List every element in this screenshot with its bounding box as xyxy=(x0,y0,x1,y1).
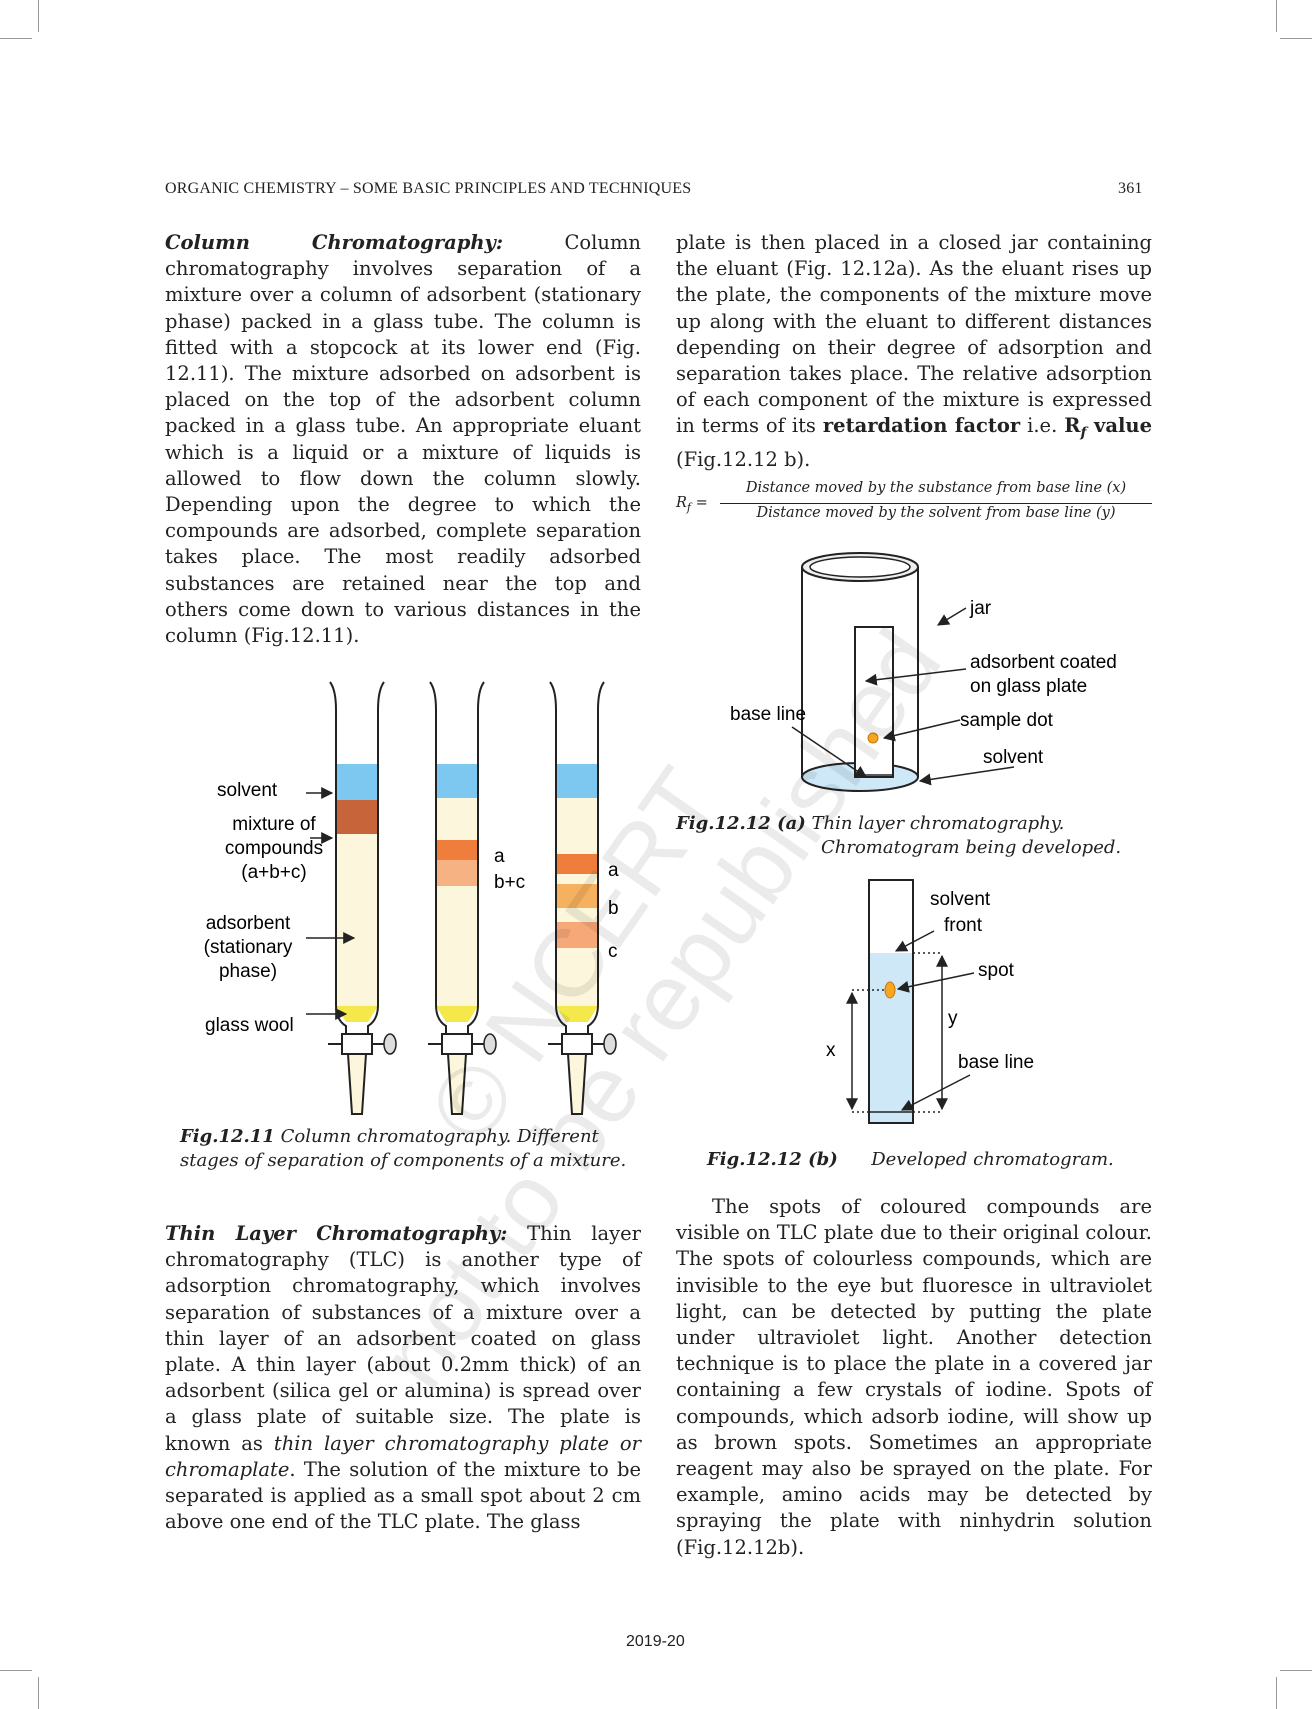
right-paragraph-2: The spots of coloured compounds are visi… xyxy=(676,1194,1152,1561)
tlc-text-1: Thin layer chromatography (TLC) is anoth… xyxy=(165,1222,641,1455)
rf-r: R xyxy=(1064,414,1081,438)
footer-year: 2019-20 xyxy=(626,1633,685,1650)
fig-12-12a-caption-text-1: Thin layer chromatography. xyxy=(811,813,1065,834)
column-1 xyxy=(328,681,397,1115)
developed-spot xyxy=(884,981,896,999)
page-number: 361 xyxy=(1118,180,1143,197)
label-sample-dot: sample dot xyxy=(960,710,1054,731)
label-spot: spot xyxy=(978,960,1015,981)
column-chromatography-paragraph: Column Chromatography: Column chromatogr… xyxy=(165,230,641,649)
developed-solvent xyxy=(869,953,913,1123)
rf-symbol: Rf value xyxy=(1064,414,1152,441)
tlc-italic-term: thin layer chromatography plate or chrom… xyxy=(165,1431,641,1481)
label-y: y xyxy=(948,1008,958,1029)
band-a xyxy=(556,854,598,874)
crop-mark xyxy=(1280,1670,1312,1671)
sample-dot xyxy=(867,732,879,744)
right-paragraph-1: plate is then placed in a closed jar con… xyxy=(676,230,1152,473)
right-text-2: i.e. xyxy=(1020,414,1065,438)
label-adsorbent-2: (stationary xyxy=(204,937,293,958)
fig-12-12b-caption-num: Fig.12.12 (b) xyxy=(707,1149,838,1170)
retardation-factor-term: retardation factor xyxy=(822,414,1021,438)
developed-plate xyxy=(868,879,914,1124)
label-mixture-1: mixture of xyxy=(232,814,316,835)
label-adsorbent-1: adsorbent xyxy=(206,913,291,934)
glass-wool xyxy=(436,1006,478,1022)
crop-mark xyxy=(0,1670,32,1671)
running-title: ORGANIC CHEMISTRY – SOME BASIC PRINCIPLE… xyxy=(165,180,692,197)
fig-12-12a-caption-num: Fig.12.12 (a) xyxy=(676,813,806,834)
right-text-3: (Fig.12.12 b). xyxy=(676,447,811,471)
band-b xyxy=(556,884,598,908)
label-solvent-a: solvent xyxy=(983,747,1044,768)
label-plate-1: adsorbent coated xyxy=(970,652,1117,673)
fig-12-12b-caption: Fig.12.12 (b) Developed chromatogram. xyxy=(707,1148,1157,1172)
label-col2-a: a xyxy=(494,846,505,867)
label-col3-a: a xyxy=(608,860,619,881)
rf-value: value xyxy=(1086,414,1152,438)
formula-lhs: Rf = xyxy=(676,495,708,514)
label-mixture-3: (a+b+c) xyxy=(241,862,306,883)
band-c xyxy=(556,922,598,948)
crop-mark xyxy=(1276,1677,1277,1709)
rf-sub: f xyxy=(1080,425,1087,442)
figure-12-12b: solvent front spot y x base line xyxy=(826,879,1034,1124)
fig-12-11-caption: Fig.12.11 Column chromatography. Differe… xyxy=(180,1125,640,1172)
right-text-1: plate is then placed in a closed jar con… xyxy=(676,231,1152,438)
fig-12-12a-caption-text-2: Chromatogram being developed. xyxy=(821,836,1122,858)
formula-r: R xyxy=(676,495,687,511)
formula-numerator: Distance moved by the substance from bas… xyxy=(745,480,1127,496)
band-bc xyxy=(436,860,478,886)
label-col3-b: b xyxy=(608,898,619,919)
crop-mark xyxy=(1280,38,1312,39)
right-para-2-text: The spots of coloured compounds are visi… xyxy=(676,1195,1152,1559)
figure-12-12a: jar adsorbent coated on glass plate base… xyxy=(730,552,1117,792)
tlc-text-2: . The solution of the mixture to be sepa… xyxy=(165,1457,641,1534)
fig-12-11-caption-num: Fig.12.11 xyxy=(180,1126,275,1147)
mixture-band xyxy=(336,800,378,834)
formula-equals: = xyxy=(695,495,708,511)
rf-formula: Rf = Distance moved by the substance fro… xyxy=(676,480,1156,526)
label-base-line: base line xyxy=(730,704,806,725)
label-adsorbent-3: phase) xyxy=(219,961,277,982)
glass-wool xyxy=(556,1006,598,1022)
fig-12-11-caption-text: Column chromatography. Different stages … xyxy=(180,1126,627,1171)
label-solvent-b: solvent xyxy=(930,889,991,910)
band-a xyxy=(436,840,478,860)
label-front: front xyxy=(944,915,983,936)
label-base-line-b: base line xyxy=(958,1052,1034,1073)
label-x: x xyxy=(826,1040,836,1061)
crop-mark xyxy=(0,38,32,39)
fig-12-12b-caption-text: Developed chromatogram. xyxy=(871,1149,1114,1170)
tlc-paragraph: Thin Layer Chromatography: Thin layer ch… xyxy=(165,1221,641,1535)
tlc-heading: Thin Layer Chromatography: xyxy=(165,1222,508,1245)
column-chromatography-heading: Column Chromatography: xyxy=(165,231,504,254)
label-solvent: solvent xyxy=(217,780,278,801)
solvent-layer xyxy=(436,764,478,798)
crop-mark xyxy=(1276,0,1277,32)
figure-12-11: solvent mixture of compounds (a+b+c) ads… xyxy=(204,681,619,1115)
formula-denominator: Distance moved by the solvent from base … xyxy=(756,505,1116,521)
solvent-layer xyxy=(336,764,378,800)
adsorbent-layer xyxy=(336,834,378,1006)
label-glass-wool: glass wool xyxy=(205,1015,294,1036)
column-3 xyxy=(548,681,617,1115)
fig-12-12a-caption: Fig.12.12 (a) Thin layer chromatography.… xyxy=(676,812,1156,859)
label-plate-2: on glass plate xyxy=(970,676,1087,697)
column-chromatography-text: Column chromatography involves separatio… xyxy=(165,231,641,648)
label-jar: jar xyxy=(969,598,992,619)
column-2 xyxy=(428,681,497,1115)
label-col3-c: c xyxy=(608,941,618,962)
tlc-plate xyxy=(854,626,894,778)
label-mixture-2: compounds xyxy=(225,838,323,859)
label-col2-bc: b+c xyxy=(494,872,525,893)
crop-mark xyxy=(38,1677,39,1709)
solvent-layer xyxy=(556,764,598,798)
crop-mark xyxy=(38,0,39,32)
formula-sub: f xyxy=(686,500,691,514)
